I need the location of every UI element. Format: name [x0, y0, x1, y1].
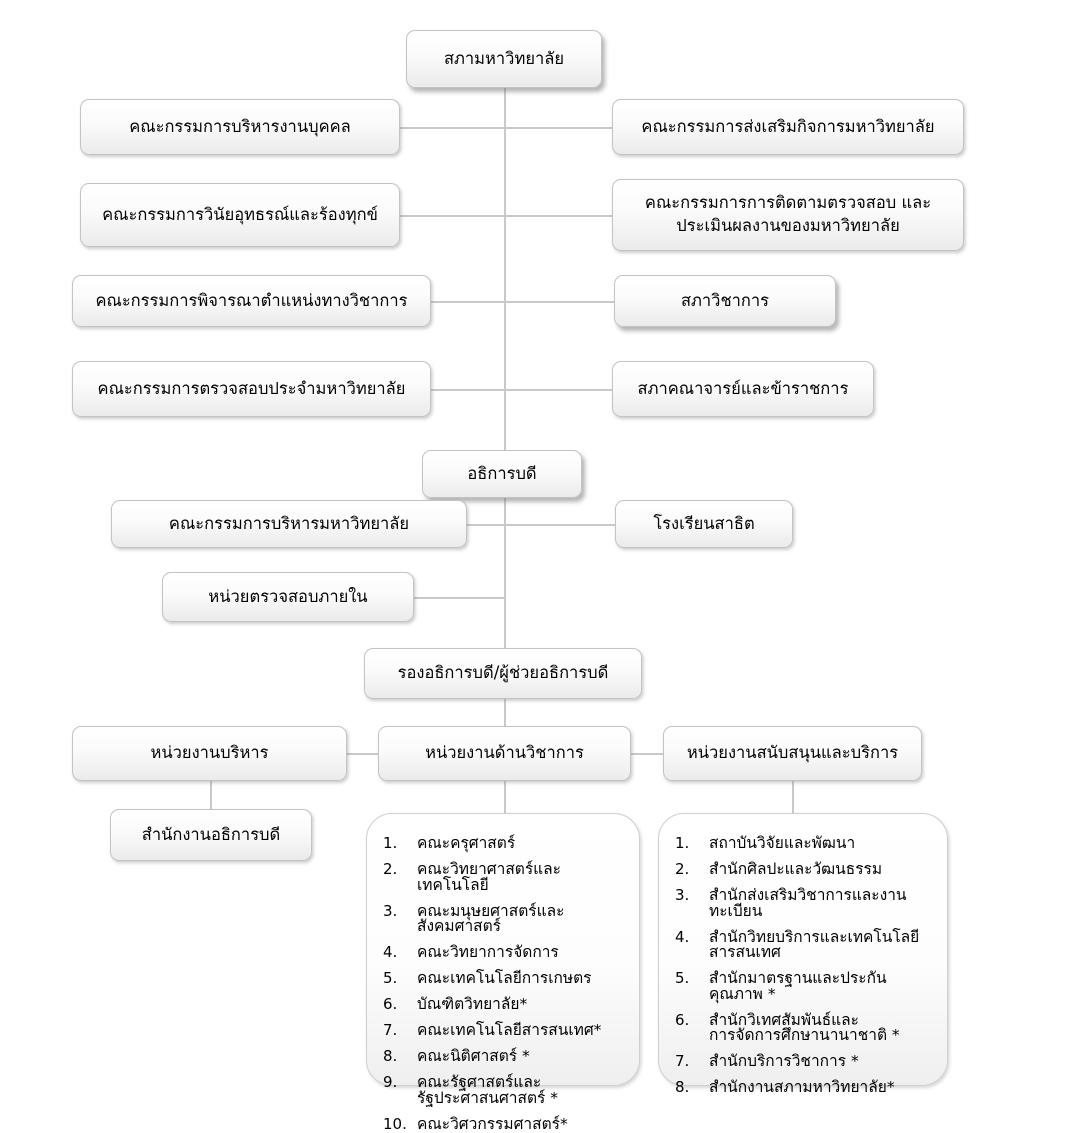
list-item[interactable]: สำนักมาตรฐานและประกันคุณภาพ *: [675, 969, 887, 1003]
node-label: หน่วยงานบริหาร: [150, 743, 269, 763]
connector-president-right: [504, 524, 615, 526]
trunk-line-top: [504, 88, 506, 453]
trunk-line-lower: [504, 699, 506, 726]
list-item[interactable]: คณะวิทยาศาสตร์และเทคโนโลยี: [383, 860, 561, 894]
connector-row4-left: [431, 389, 505, 391]
node-label: คณะกรรมการวินัยอุทธรณ์และร้องทุกข์: [102, 204, 378, 224]
node-university-council[interactable]: สภามหาวิทยาลัย: [406, 30, 602, 88]
drop-office-president: [210, 781, 212, 809]
list-item[interactable]: คณะรัฐศาสตร์และรัฐประศาสนศาสตร์ *: [383, 1073, 559, 1107]
list-item[interactable]: สำนักบริการวิชาการ *: [675, 1052, 859, 1070]
node-academic-position-committee[interactable]: คณะกรรมการพิจารณาตำแหน่งทางวิชาการ: [72, 275, 431, 327]
list-item[interactable]: สำนักส่งเสริมวิชาการและงานทะเบียน: [675, 886, 907, 920]
connector-internal-audit: [414, 597, 505, 599]
list-item[interactable]: คณะวิทยาการจัดการ: [383, 943, 559, 961]
node-label: รองอธิการบดี/ผู้ช่วยอธิการบดี: [397, 663, 609, 683]
connector-unit-admin: [347, 753, 378, 755]
node-label: หน่วยงานสนับสนุนและบริการ: [686, 743, 899, 763]
office-list: สถาบันวิจัยและพัฒนา สำนักศิลปะและวัฒนธรร…: [675, 834, 933, 1096]
node-president[interactable]: อธิการบดี: [422, 450, 582, 498]
connector-row4-right: [504, 389, 612, 391]
node-label: คณะกรรมการตรวจสอบประจำมหาวิทยาลัย: [97, 378, 406, 398]
panel-academic-faculties: คณะครุศาสตร์ คณะวิทยาศาสตร์และเทคโนโลยี …: [366, 813, 640, 1131]
node-faculty-civil-servant-senate[interactable]: สภาคณาจารย์และข้าราชการ: [612, 361, 874, 417]
connector-row3-right: [504, 301, 614, 303]
node-monitoring-evaluation-committee[interactable]: คณะกรรมการการติดตามตรวจสอบ และประเมินผลง…: [612, 179, 964, 251]
drop-support-panel: [792, 781, 794, 813]
list-item[interactable]: คณะเทคโนโลยีการเกษตร: [383, 969, 592, 987]
node-vice-president[interactable]: รองอธิการบดี/ผู้ช่วยอธิการบดี: [364, 648, 642, 699]
connector-president-left: [467, 524, 505, 526]
list-item[interactable]: สำนักศิลปะและวัฒนธรรม: [675, 860, 883, 878]
connector-unit-support: [631, 753, 663, 755]
node-unit-administration[interactable]: หน่วยงานบริหาร: [72, 726, 347, 781]
list-item[interactable]: คณะครุศาสตร์: [383, 834, 516, 852]
node-label: คณะกรรมการบริหารงานบุคคล: [129, 116, 351, 136]
connector-row1-right: [504, 127, 612, 129]
connector-row3-left: [431, 301, 505, 303]
faculty-list: คณะครุศาสตร์ คณะวิทยาศาสตร์และเทคโนโลยี …: [383, 834, 625, 1133]
node-personnel-admin-committee[interactable]: คณะกรรมการบริหารงานบุคคล: [80, 99, 400, 155]
node-label: โรงเรียนสาธิต: [653, 513, 755, 533]
node-label: คณะกรรมการส่งเสริมกิจการมหาวิทยาลัย: [641, 116, 935, 136]
node-internal-audit-unit[interactable]: หน่วยตรวจสอบภายใน: [162, 572, 414, 622]
node-unit-support-services[interactable]: หน่วยงานสนับสนุนและบริการ: [663, 726, 922, 781]
list-item[interactable]: สถาบันวิจัยและพัฒนา: [675, 834, 856, 852]
node-label: สำนักงานอธิการบดี: [141, 824, 281, 844]
node-unit-academic[interactable]: หน่วยงานด้านวิชาการ: [378, 726, 631, 781]
list-item[interactable]: คณะมนุษยศาสตร์และสังคมศาสตร์: [383, 901, 565, 935]
list-item[interactable]: บัณฑิตวิทยาลัย*: [383, 995, 528, 1013]
node-label: หน่วยงานด้านวิชาการ: [425, 743, 584, 763]
list-item[interactable]: สำนักวิเทศสัมพันธ์และ การจัดการศึกษานานา…: [675, 1010, 900, 1044]
list-item[interactable]: สำนักวิทยบริการและเทคโนโลยีสารสนเทศ: [675, 927, 920, 961]
list-item[interactable]: คณะนิติศาสตร์ *: [383, 1047, 530, 1065]
connector-row2-left: [400, 215, 505, 217]
node-label: สภามหาวิทยาลัย: [443, 48, 565, 68]
trunk-line-academic: [504, 781, 506, 813]
node-demonstration-school[interactable]: โรงเรียนสาธิต: [615, 500, 793, 548]
node-university-audit-committee[interactable]: คณะกรรมการตรวจสอบประจำมหาวิทยาลัย: [72, 361, 431, 417]
node-label: คณะกรรมการบริหารมหาวิทยาลัย: [168, 513, 410, 533]
node-label: สภาคณาจารย์และข้าราชการ: [637, 378, 849, 398]
trunk-line-mid: [504, 498, 506, 648]
node-label: สภาวิชาการ: [680, 290, 770, 310]
list-item[interactable]: คณะเทคโนโลยีสารสนเทศ*: [383, 1021, 602, 1039]
node-label: คณะกรรมการพิจารณาตำแหน่งทางวิชาการ: [95, 290, 408, 310]
node-label: คณะกรรมการการติดตามตรวจสอบ และประเมินผลง…: [644, 193, 932, 235]
node-label: หน่วยตรวจสอบภายใน: [208, 586, 368, 606]
node-label: อธิการบดี: [467, 463, 537, 483]
node-office-of-president[interactable]: สำนักงานอธิการบดี: [110, 809, 312, 861]
connector-row1-left: [400, 127, 505, 129]
node-discipline-appeal-committee[interactable]: คณะกรรมการวินัยอุทธรณ์และร้องทุกข์: [80, 183, 400, 247]
node-university-admin-committee[interactable]: คณะกรรมการบริหารมหาวิทยาลัย: [111, 500, 467, 548]
panel-support-offices: สถาบันวิจัยและพัฒนา สำนักศิลปะและวัฒนธรร…: [658, 813, 948, 1095]
connector-row2-right: [504, 215, 612, 217]
list-item[interactable]: สำนักงานสภามหาวิทยาลัย*: [675, 1078, 895, 1096]
node-academic-senate[interactable]: สภาวิชาการ: [614, 275, 836, 327]
node-university-affairs-promotion-committee[interactable]: คณะกรรมการส่งเสริมกิจการมหาวิทยาลัย: [612, 99, 964, 155]
list-item[interactable]: คณะวิศวกรรมศาสตร์*: [383, 1114, 568, 1133]
